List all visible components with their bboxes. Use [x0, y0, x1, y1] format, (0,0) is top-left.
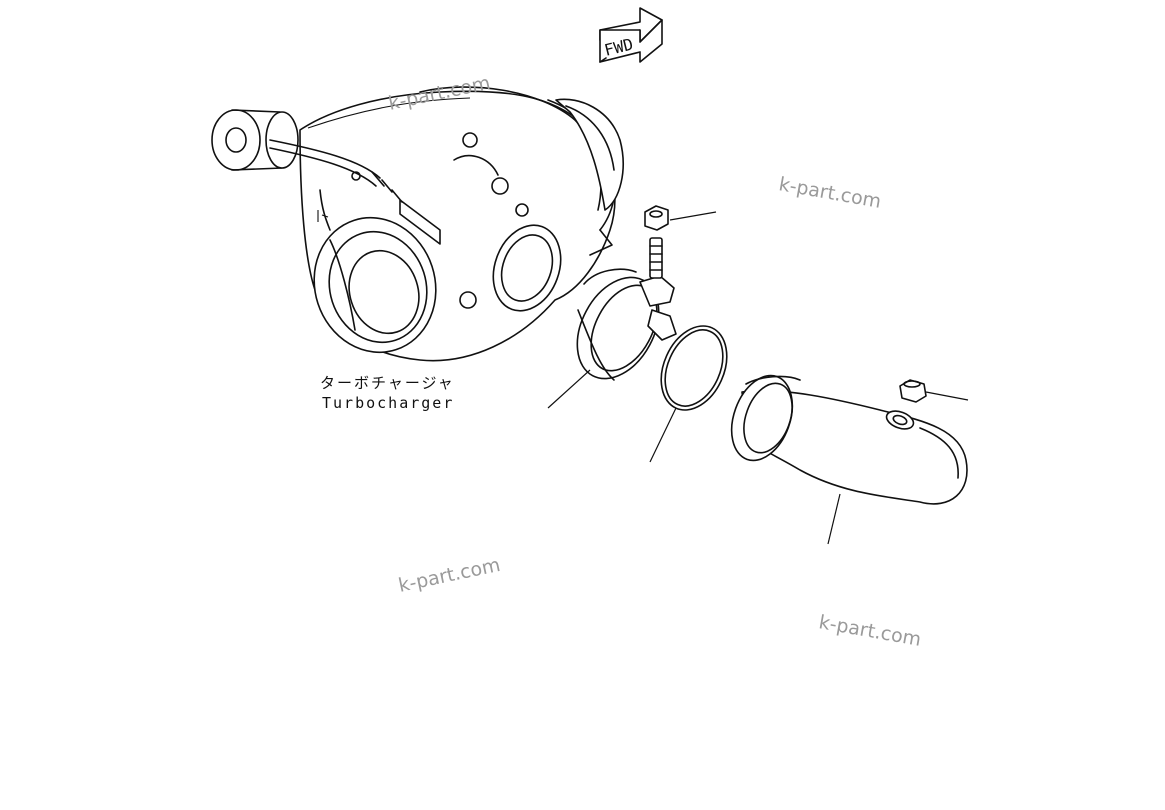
- watermark: k-part.com: [386, 72, 492, 115]
- turbocharger: [211, 86, 624, 362]
- fwd-arrow-icon: FWD: [599, 7, 663, 63]
- watermark: k-part.com: [817, 611, 923, 651]
- watermark: k-part.com: [777, 173, 883, 213]
- outlet-pipe: [730, 374, 968, 505]
- plug-fitting: [899, 379, 927, 403]
- leader-lines: [547, 211, 969, 545]
- watermark: k-part.com: [396, 554, 502, 597]
- turbocharger-label-jp: ターボチャージャ: [320, 374, 455, 392]
- v-band-clamp: [576, 237, 677, 381]
- nut: [644, 205, 669, 231]
- turbocharger-label-en: Turbocharger: [322, 394, 454, 412]
